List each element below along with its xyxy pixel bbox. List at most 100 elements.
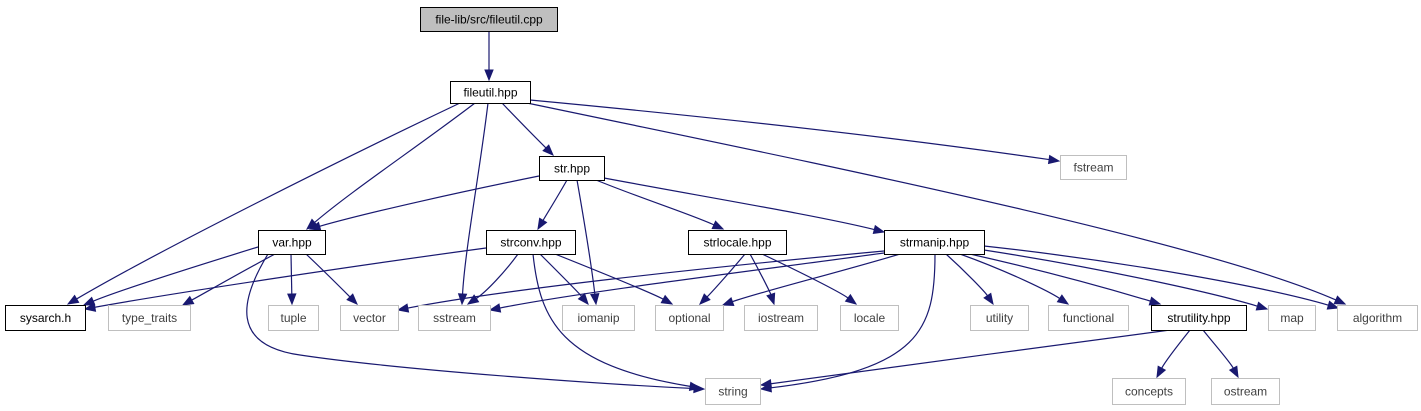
node-optional: optional: [655, 305, 724, 331]
node-label: iostream: [758, 311, 804, 325]
arrowhead: [711, 220, 725, 230]
node-box: [1151, 305, 1247, 331]
node-label: tuple: [280, 311, 306, 325]
node-label: strlocale.hpp: [703, 236, 771, 250]
edge-line: [554, 253, 664, 300]
node-box: [970, 305, 1029, 331]
edge-line: [305, 253, 351, 298]
node-label: sysarch.h: [20, 311, 71, 325]
arrowhead: [660, 294, 674, 305]
node-map: map: [1268, 305, 1316, 331]
node-strmanip-hpp[interactable]: strmanip.hpp: [884, 230, 985, 255]
edge-strmanip_hpp-to-strutility_hpp: [969, 253, 1162, 306]
arrowhead: [82, 296, 96, 306]
arrowhead: [346, 293, 358, 305]
node-box: [450, 81, 531, 104]
arrowhead: [542, 144, 554, 156]
node-box: [539, 156, 605, 181]
node-label: fileutil.hpp: [463, 86, 517, 100]
node-label: ostream: [1224, 385, 1267, 399]
arrowhead: [308, 221, 322, 231]
edge-strmanip_hpp-to-algorithm: [983, 245, 1340, 310]
arrowhead: [1333, 295, 1347, 305]
edge-line: [1202, 329, 1234, 369]
arrowhead: [688, 381, 702, 391]
node-label: concepts: [1125, 385, 1173, 399]
node-sysarch-h[interactable]: sysarch.h: [5, 305, 86, 331]
node-label: string: [718, 385, 747, 399]
node-label: locale: [854, 311, 886, 325]
node-box: [705, 378, 761, 405]
node-box: [108, 305, 191, 331]
edge-line: [542, 179, 568, 221]
edge-fileutil_hpp-to-sstream: [457, 102, 489, 306]
edge-str_hpp-to-var_hpp: [308, 175, 540, 231]
edge-line: [539, 253, 583, 297]
edge-line: [501, 102, 547, 149]
edge-strlocale_hpp-to-optional: [699, 253, 746, 305]
node-var-hpp[interactable]: var.hpp: [258, 230, 326, 255]
edge-line: [945, 253, 988, 297]
node-str-hpp[interactable]: str.hpp: [539, 156, 605, 181]
node-label: functional: [1063, 311, 1114, 325]
node-fileutil-hpp[interactable]: fileutil.hpp: [450, 81, 531, 104]
node-concepts: concepts: [1112, 378, 1186, 405]
arrowhead: [66, 294, 80, 305]
edge-line: [770, 253, 936, 389]
edge-strmanip_hpp-to-utility: [945, 253, 994, 306]
edge-strconv_hpp-to-sysarch_h: [83, 247, 487, 312]
node-utility: utility: [970, 305, 1029, 331]
node-vector: vector: [340, 305, 399, 331]
node-label: strutility.hpp: [1167, 311, 1230, 325]
node-strutility-hpp[interactable]: strutility.hpp: [1151, 305, 1247, 331]
edge-line: [76, 102, 461, 300]
edge-line: [526, 102, 1337, 301]
arrowhead: [1156, 365, 1167, 379]
edge-line: [749, 253, 772, 295]
node-strconv-hpp[interactable]: strconv.hpp: [486, 230, 576, 255]
edge-line: [732, 253, 901, 303]
arrowhead: [1047, 154, 1061, 165]
edge-strutility_hpp-to-ostream: [1202, 329, 1239, 379]
edge-strutility_hpp-to-concepts: [1156, 329, 1191, 379]
node-box: [486, 230, 576, 255]
edge-strconv_hpp-to-optional: [554, 253, 674, 305]
node-label: algorithm: [1353, 311, 1402, 325]
node-label: str.hpp: [554, 162, 590, 176]
arrowhead: [872, 224, 886, 235]
edge-fileutil_hpp-to-fstream: [529, 99, 1061, 165]
arrowhead: [488, 303, 502, 313]
edge-line: [93, 246, 259, 302]
node-strlocale-hpp[interactable]: strlocale.hpp: [688, 230, 787, 255]
arrowhead: [844, 293, 858, 305]
node-label: utility: [986, 311, 1013, 325]
edge-strutility_hpp-to-string: [759, 329, 1171, 389]
node-label: file-lib/src/fileutil.cpp: [435, 13, 543, 27]
edge-var_hpp-to-type_traits: [181, 253, 276, 306]
node-label: iomanip: [577, 311, 619, 325]
edge-fileutil_hpp-to-algorithm: [526, 102, 1347, 305]
nodes-layer: file-lib/src/fileutil.cpp fileutil.hpp fst…: [5, 7, 1418, 405]
arrowhead: [537, 217, 548, 231]
node-box: [258, 230, 326, 255]
node-box: [1060, 155, 1127, 180]
node-box: [1112, 378, 1186, 405]
node-box: [5, 305, 86, 331]
node-iomanip: iomanip: [562, 305, 635, 331]
edge-line: [529, 99, 1050, 161]
edge-line: [246, 253, 695, 390]
node-box: [655, 305, 724, 331]
node-label: fstream: [1073, 161, 1113, 175]
edge-strmanip_hpp-to-map: [983, 249, 1269, 311]
node-functional: functional: [1048, 305, 1129, 331]
edge-str_hpp-to-strlocale_hpp: [595, 179, 725, 230]
node-box: [688, 230, 787, 255]
edge-line: [770, 329, 1171, 385]
edge-line: [983, 249, 1258, 307]
arrowhead: [590, 293, 600, 306]
node-tuple: tuple: [268, 305, 319, 331]
node-iostream: iostream: [744, 305, 818, 331]
node-root[interactable]: file-lib/src/fileutil.cpp: [420, 7, 558, 32]
edge-line: [603, 177, 875, 231]
node-label: map: [1280, 311, 1304, 325]
